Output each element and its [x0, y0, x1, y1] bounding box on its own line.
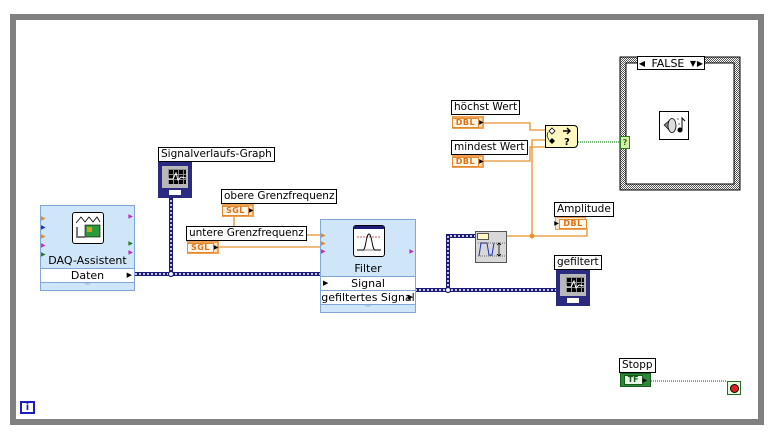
- lower-cutoff-label: untere Grenzfrequenz: [186, 226, 307, 241]
- amplitude-label: Amplitude: [554, 202, 614, 217]
- graph2-label: gefiltert: [554, 255, 602, 270]
- daq-output-terminals: ▶ ▶▶: [128, 213, 133, 256]
- filter-output-signal[interactable]: gefiltertes Signal ▶: [321, 290, 415, 304]
- case-selector-terminal[interactable]: ?: [620, 136, 630, 149]
- daq-card-icon: [72, 212, 104, 244]
- expand-chevron-icon[interactable]: ︾: [321, 304, 415, 312]
- filter-vi[interactable]: ▶▶▶ ▶ Filter ▶ Signal gefiltertes Signal…: [320, 219, 416, 313]
- case-selector-value: FALSE: [651, 56, 685, 70]
- daq-assistant-vi[interactable]: ▶▶▶▶▶ ▶ ▶▶ DAQ-Assistent Daten ▶ ︾: [40, 205, 135, 291]
- stop-label: Stopp: [619, 358, 656, 373]
- upper-cutoff-label: obere Grenzfrequenz: [221, 189, 338, 204]
- daq-assistant-title: DAQ-Assistent: [48, 254, 127, 267]
- upper-cutoff-control[interactable]: SGL▶: [221, 204, 254, 217]
- filter-input-signal[interactable]: ▶ Signal: [321, 276, 415, 290]
- stop-sign-icon: [729, 383, 739, 393]
- amplitude-indicator[interactable]: ▶DBL: [554, 217, 587, 230]
- expand-chevron-icon[interactable]: ︾: [41, 282, 134, 290]
- decrement-arrow-icon[interactable]: ◀: [638, 58, 646, 68]
- filter-title: Filter: [354, 262, 382, 275]
- svg-text:?: ?: [564, 137, 570, 147]
- max-value-label: höchst Wert: [451, 100, 521, 115]
- waveform-graph-icon[interactable]: [158, 162, 192, 198]
- filter-error-terminal: ▶: [409, 248, 414, 255]
- waveform-wires: [135, 196, 556, 294]
- case-selector[interactable]: ◀ FALSE ▼ ▶: [637, 56, 705, 70]
- dropdown-arrow-icon[interactable]: ▼: [689, 58, 696, 68]
- max-value-control[interactable]: DBL▶: [451, 116, 484, 129]
- bandpass-filter-icon: [353, 225, 385, 257]
- stop-control[interactable]: TF ▶: [620, 373, 651, 387]
- lower-cutoff-control[interactable]: SGL▶: [186, 241, 219, 254]
- iteration-terminal[interactable]: i: [20, 401, 35, 414]
- boolean-wires: [578, 141, 727, 382]
- beep-sound-icon[interactable]: [659, 111, 689, 140]
- min-value-label: mindest Wert: [451, 140, 528, 155]
- daq-output-daten[interactable]: Daten ▶: [41, 268, 134, 282]
- amplitude-levels-function[interactable]: [475, 231, 507, 263]
- daq-input-terminals: ▶▶▶▶▶: [41, 215, 46, 258]
- stop-condition-terminal[interactable]: [727, 381, 741, 395]
- min-value-control[interactable]: DBL▶: [451, 155, 484, 168]
- express-badge-icon: [477, 233, 489, 240]
- increment-arrow-icon[interactable]: ▶: [696, 58, 704, 68]
- filter-input-terminals: ▶▶▶: [321, 232, 326, 255]
- in-range-coerce-function[interactable]: ?: [545, 125, 578, 148]
- while-loop-border[interactable]: [10, 14, 764, 425]
- graph1-label: Signalverlaufs-Graph: [158, 147, 275, 162]
- waveform-graph-icon[interactable]: [556, 270, 590, 306]
